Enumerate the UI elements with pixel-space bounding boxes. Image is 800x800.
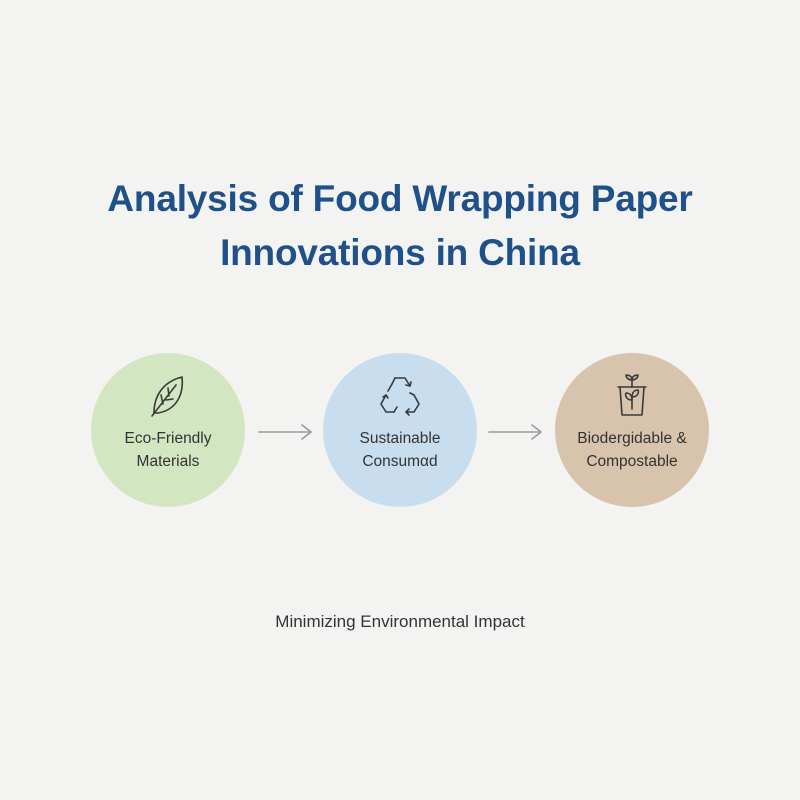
node-2-label-line-2: Consumαd [362,453,438,470]
node-2-label-line-1: Sustainable [359,430,441,447]
node-1-label-line-1: Eco-Friendly [124,430,212,447]
page-title: Analysis of Food Wrapping Paper Innovati… [0,172,800,280]
node-1-label-line-2: Materials [136,453,200,470]
arrow-right-icon [488,424,542,440]
title-line-2: Innovations in China [220,232,580,273]
node-3-label-line-2: Compostable [586,453,678,470]
recycle-icon [380,377,420,416]
eco-friendly-materials-node: Eco-Friendly Materials [91,353,245,507]
sustainable-consumed-node: Sustainable Consumαd [323,353,477,507]
footer-caption: Minimizing Environmental Impact [275,612,525,631]
arrow-right-icon [258,424,312,440]
biodegradable-compostable-node: Biodergidable & Compostable [555,353,709,507]
node-3-label-line-1: Biodergidable & [577,430,687,447]
plant-pot-icon [617,374,647,416]
title-line-1: Analysis of Food Wrapping Paper [107,178,693,219]
leaf-icon [151,376,184,417]
